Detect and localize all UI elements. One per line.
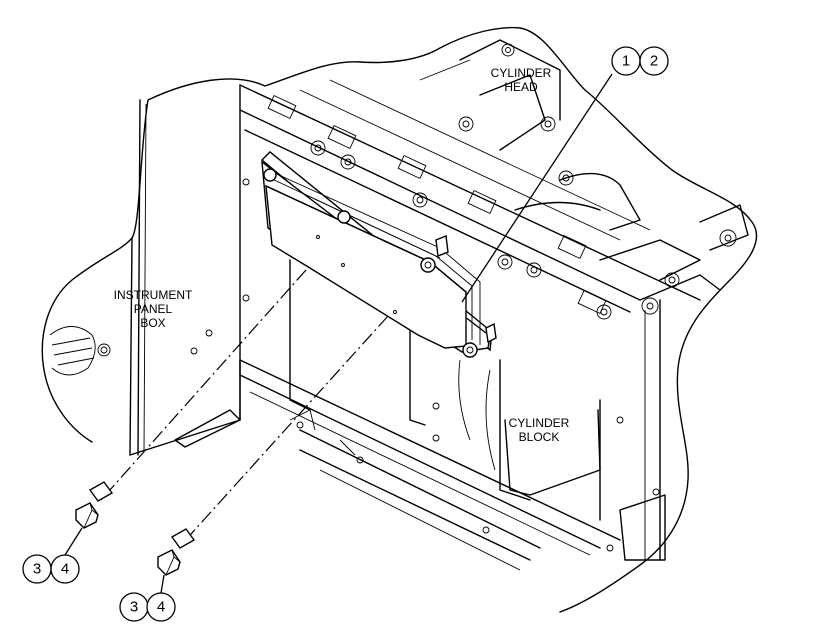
- leader-line-top: [461, 73, 613, 303]
- callout-number: 2: [650, 53, 658, 70]
- callout-top: 1 2: [611, 46, 669, 76]
- centerline-bolt-right: [181, 315, 389, 545]
- label-instrument-panel-line3: BOX: [140, 316, 165, 330]
- callout-bolt-left: 3 4: [22, 554, 80, 584]
- callout-number: 4: [61, 561, 69, 578]
- callout-number: 1: [622, 53, 630, 70]
- component-labels: CYLINDER HEAD INSTRUMENT PANEL BOX CYLIN…: [114, 66, 570, 444]
- callout-number: 4: [157, 599, 165, 616]
- label-cylinder-head-line2: HEAD: [504, 80, 538, 94]
- label-instrument-panel-line1: INSTRUMENT: [114, 288, 193, 302]
- callout-number: 3: [33, 561, 41, 578]
- callout-number: 3: [130, 599, 138, 616]
- centerline-bolt-left: [100, 269, 307, 501]
- ecm-module: [260, 151, 497, 358]
- bolt-left: [75, 481, 114, 529]
- engine-view-outline: [41, 26, 758, 613]
- label-instrument-panel-line2: PANEL: [134, 302, 173, 316]
- bolt-right: [157, 528, 196, 576]
- engine-block-linework: [49, 39, 749, 571]
- leader-lines: [100, 73, 613, 545]
- callout-bolt-right: 3 4: [119, 592, 176, 622]
- callout-leaders: [64, 527, 165, 594]
- label-cylinder-head-line1: CYLINDER: [491, 66, 552, 80]
- label-cylinder-block-line1: CYLINDER: [509, 416, 570, 430]
- label-cylinder-block-line2: BLOCK: [519, 430, 560, 444]
